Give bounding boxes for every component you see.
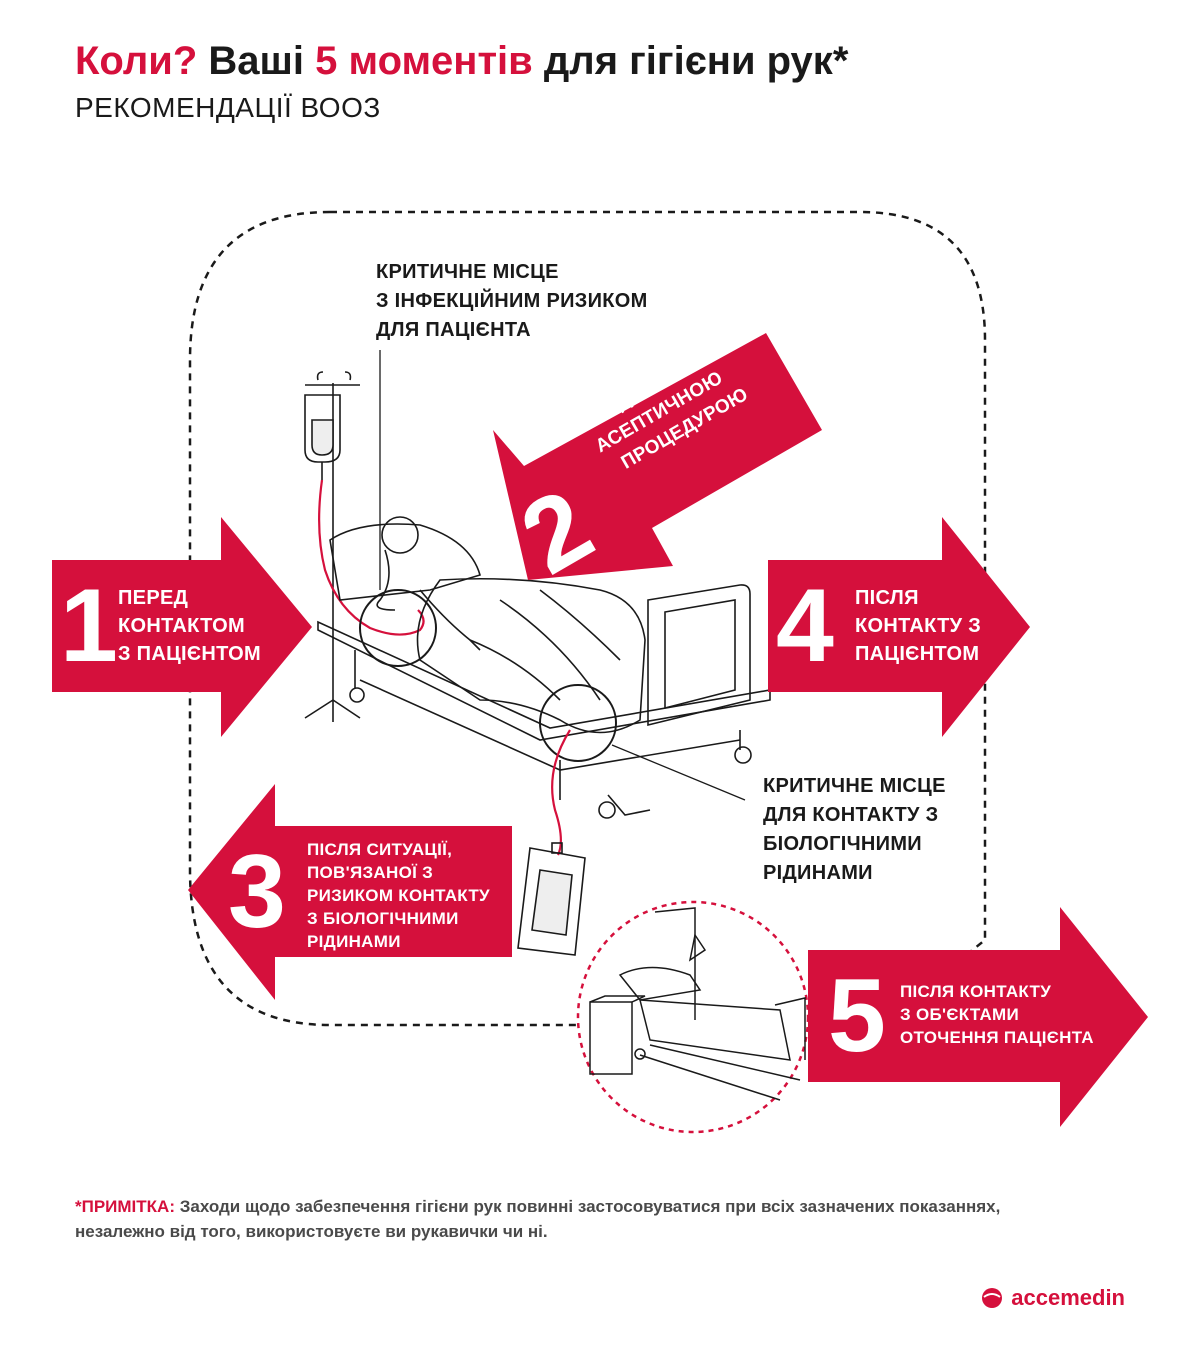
moment-3-label: ПІСЛЯ СИТУАЦІЇ, ПОВ'ЯЗАНОЇ З РИЗИКОМ КОН… [307,840,490,951]
moment-3-number: 3 [228,834,286,950]
arrow-moment-3 [188,784,512,1000]
critical-site-marker-1 [359,589,437,667]
footnote-text: Заходи щодо забезпечення гігієни рук пов… [75,1197,1001,1241]
page-title: Коли? Ваші 5 моментів для гігієни рук* [75,38,848,84]
critical-site-fluids-label: КРИТИЧНЕ МІСЦЕ ДЛЯ КОНТАКТУ З БІОЛОГІЧНИ… [763,775,946,884]
critical-site-marker-2 [539,684,617,762]
moment-4-number: 4 [776,568,834,684]
moment-1-label: ПЕРЕД КОНТАКТОМ З ПАЦІЄНТОМ [118,587,261,665]
footnote: *ПРИМІТКА: Заходи щодо забезпечення гігі… [75,1194,1025,1244]
critical-site-infection-label: КРИТИЧНЕ МІСЦЕ З ІНФЕКЦІЙНИМ РИЗИКОМ ДЛЯ… [376,261,648,341]
patient-zone-outline [330,210,987,961]
title-part-4: для гігієни рук* [543,39,849,83]
moment-5-number: 5 [828,958,886,1074]
arrow-moment-4 [768,517,1030,737]
moment-5-label: ПІСЛЯ КОНТАКТУ З ОБ'ЄКТАМИ ОТОЧЕННЯ ПАЦІ… [900,982,1094,1047]
moment-4-label: ПІСЛЯ КОНТАКТУ З ПАЦІЄНТОМ [855,587,982,665]
title-part-1: Коли? [75,39,198,83]
drainage-bag [517,842,586,956]
arrow-moment-1 [52,517,312,737]
brand-logo: accemedin [979,1285,1125,1311]
arrow-moment-2 [493,333,822,580]
brand-mark-icon [982,1288,1003,1308]
surroundings-bed [589,907,806,1101]
iv-stand [304,371,361,722]
title-part-3: 5 моментів [315,39,533,83]
footnote-label: *ПРИМІТКА: [75,1197,175,1216]
page-subtitle: РЕКОМЕНДАЦІЇ ВООЗ [75,92,381,123]
moment-1-number: 1 [60,568,118,684]
title-part-2: Ваші [208,39,305,83]
brand-name: accemedin [1011,1285,1125,1310]
arrow-moment-5 [808,907,1148,1127]
